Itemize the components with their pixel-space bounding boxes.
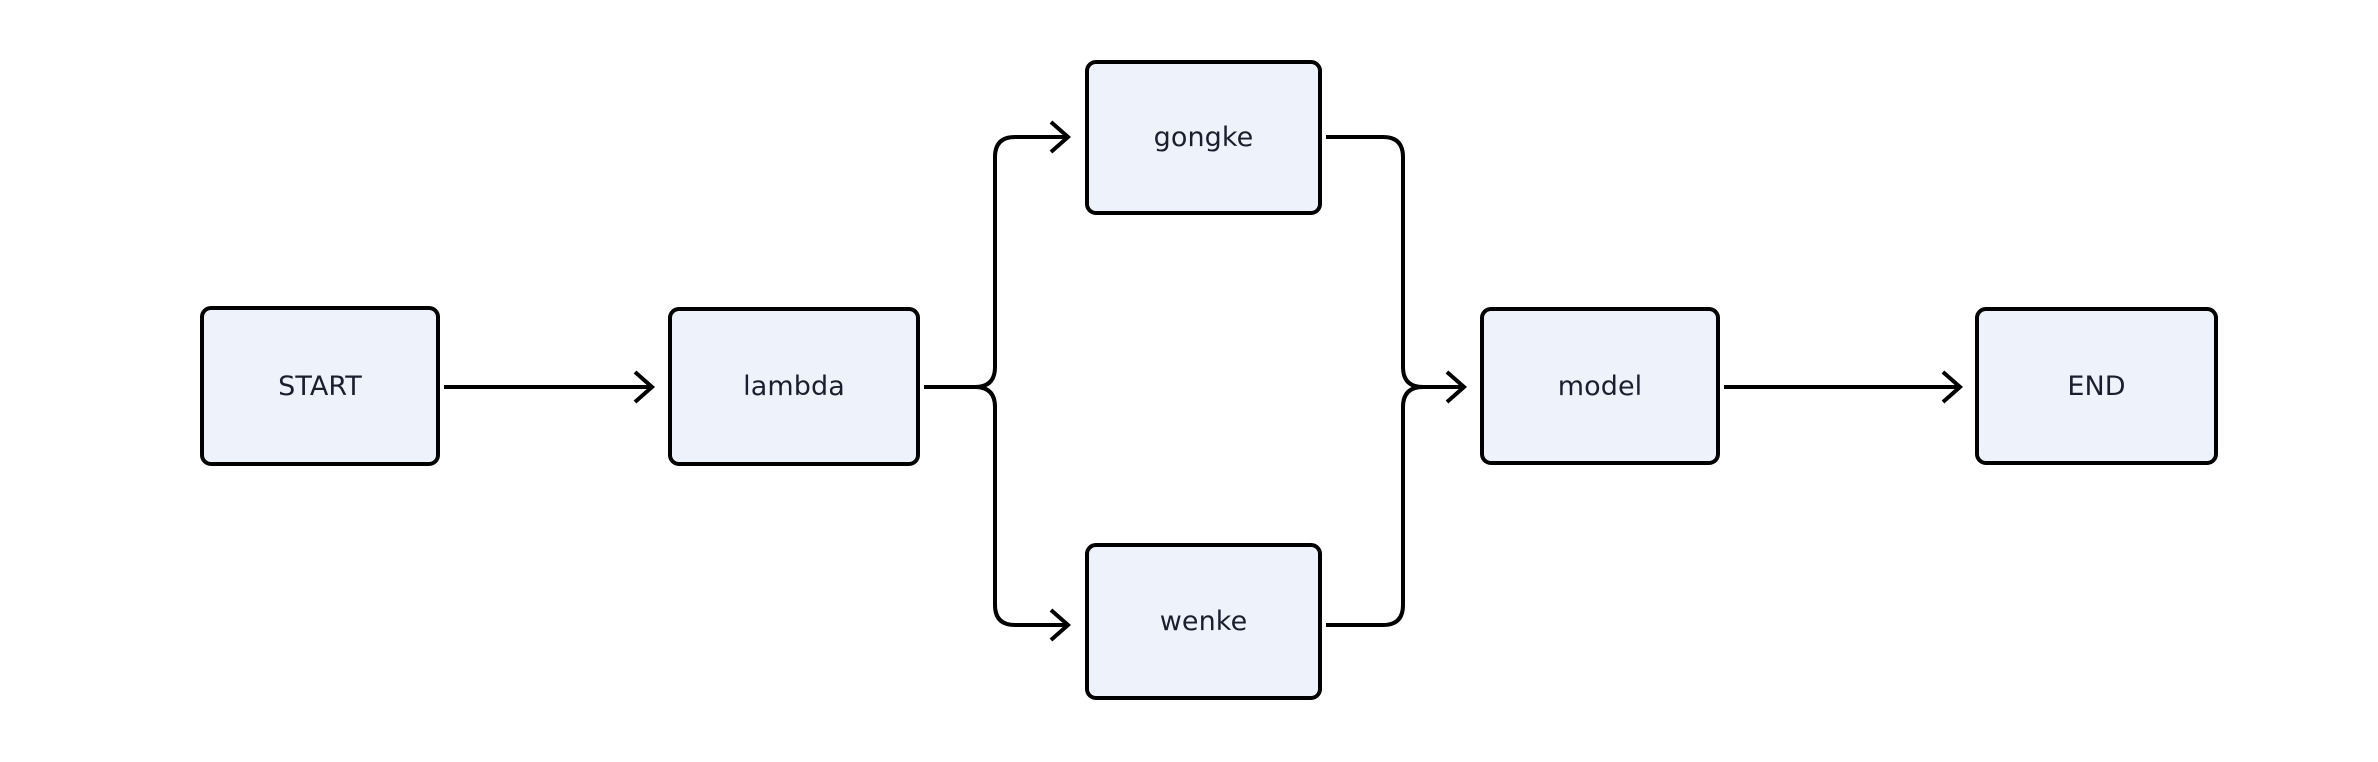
arrowhead-icon-into-gongke (1049, 120, 1072, 154)
arrowhead-icon-into-wenke (1049, 608, 1072, 642)
node-lambda-label: lambda (743, 371, 845, 402)
edge-lambda-gongke[interactable] (924, 135, 1066, 389)
node-start[interactable]: START (200, 306, 440, 466)
arrowhead-icon-into-end (1941, 370, 1964, 404)
node-lambda[interactable]: lambda (668, 307, 920, 466)
edge-gongke-model[interactable] (1326, 135, 1462, 389)
node-wenke-label: wenke (1159, 606, 1248, 637)
node-end[interactable]: END (1975, 307, 2218, 465)
node-wenke[interactable]: wenke (1085, 543, 1322, 700)
arrowhead-icon-into-model (1445, 370, 1468, 404)
edge-wenke-model[interactable] (1326, 385, 1462, 627)
arrowhead-icon-into-lambda (633, 370, 656, 404)
node-model-label: model (1557, 370, 1643, 402)
node-model[interactable]: model (1480, 307, 1720, 465)
edge-lambda-wenke[interactable] (924, 385, 1066, 627)
node-gongke[interactable]: gongke (1085, 60, 1322, 215)
node-start-label: START (278, 370, 362, 402)
node-gongke-label: gongke (1153, 122, 1254, 153)
node-end-label: END (2067, 370, 2126, 402)
